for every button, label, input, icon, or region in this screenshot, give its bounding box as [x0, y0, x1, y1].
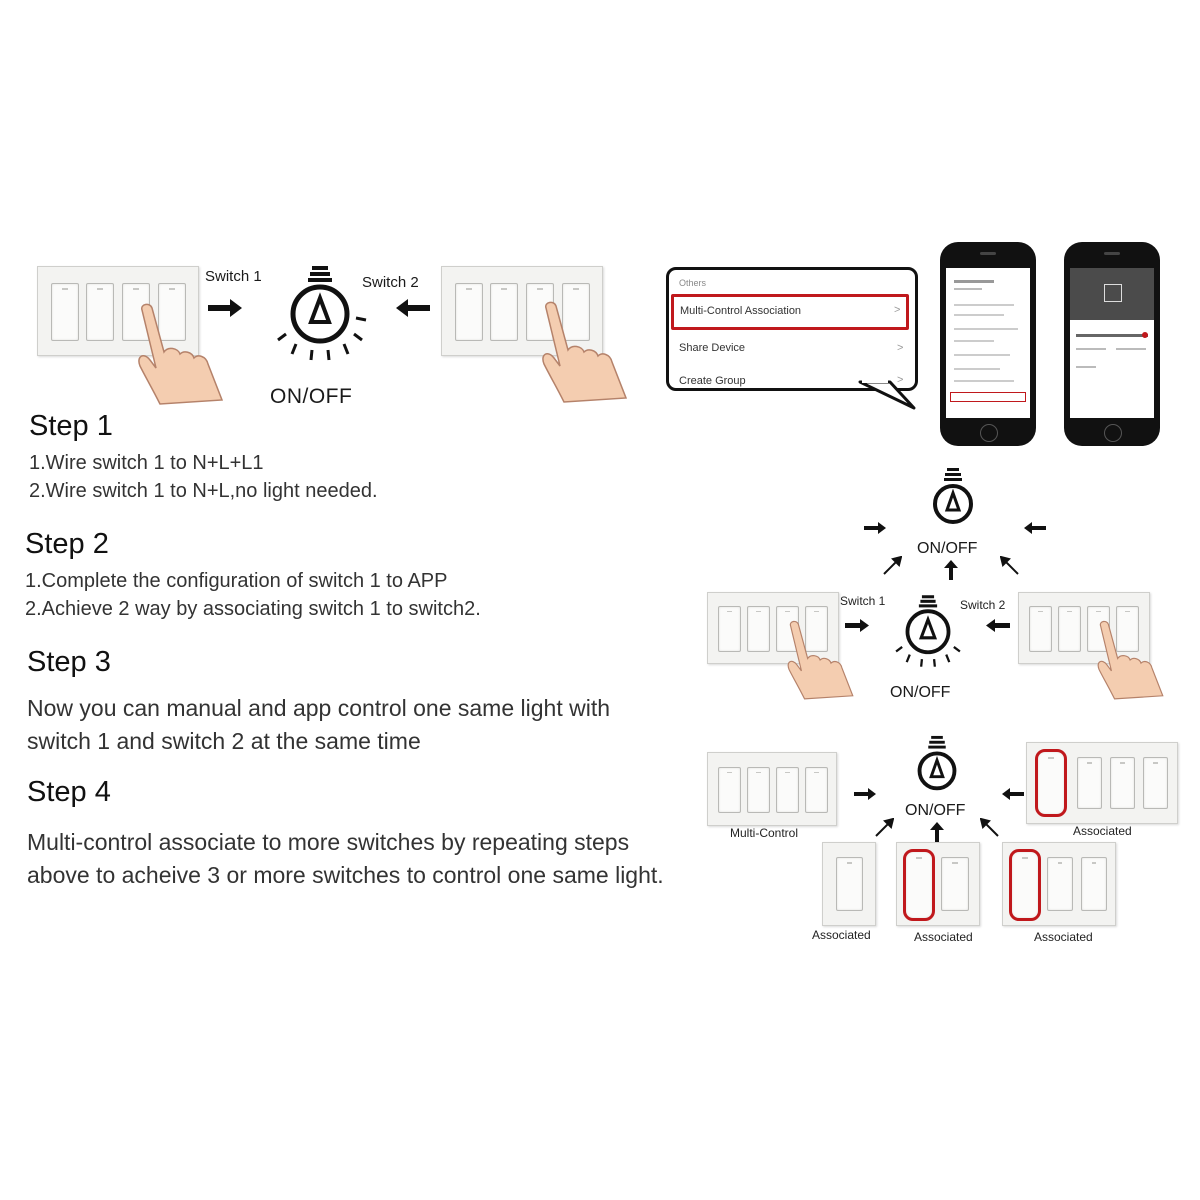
- arrow-icon: [986, 619, 1010, 632]
- switch1-label: Switch 1: [205, 268, 262, 285]
- callout-tail: [858, 380, 916, 410]
- menu-header: Others: [679, 278, 707, 288]
- rocker: [1143, 757, 1168, 809]
- associated-label: Associated: [812, 928, 871, 942]
- rocker: [776, 767, 799, 813]
- arrow-icon: [944, 560, 958, 580]
- four-gang-switch-mid-2: [1018, 592, 1150, 664]
- chevron-right-icon: >: [897, 374, 904, 386]
- onoff-label-top: ON/OFF: [917, 540, 978, 557]
- arrow-icon: [930, 822, 944, 842]
- associated-switch-two-gang: [896, 842, 980, 926]
- step-2-line-1: 1.Complete the configuration of switch 1…: [25, 570, 448, 592]
- associated-switch-four-gang: [1026, 742, 1178, 824]
- rocker: [941, 857, 969, 911]
- rocker: [1058, 606, 1081, 652]
- mid-onoff-label: ON/OFF: [890, 684, 951, 701]
- arrow-icon: [864, 522, 886, 534]
- step-3-text: Now you can manual and app control one s…: [27, 695, 611, 754]
- pointing-hand-icon: [1097, 620, 1164, 700]
- step-1-title: Step 1: [29, 410, 113, 442]
- arrow-icon: [1024, 522, 1046, 534]
- rocker: [1081, 857, 1107, 911]
- multi-control-association-item[interactable]: Multi-Control Association >: [671, 294, 909, 330]
- rocker: [158, 283, 186, 341]
- rocker: [805, 767, 828, 813]
- onoff-label: ON/OFF: [270, 385, 353, 408]
- chevron-right-icon: >: [894, 304, 901, 316]
- rocker: [1077, 757, 1102, 809]
- pointing-hand-icon: [138, 303, 224, 405]
- step-3-title: Step 3: [27, 646, 111, 678]
- associated-rocker: [903, 849, 935, 921]
- associated-label: Associated: [914, 930, 973, 944]
- arrow-icon: [208, 299, 242, 317]
- rocker: [747, 767, 770, 813]
- rocker: [1116, 606, 1139, 652]
- associated-label: Associated: [1034, 930, 1093, 944]
- switch2-label: Switch 2: [362, 274, 419, 291]
- phone-2: [1064, 242, 1160, 446]
- multi-control-switch: [707, 752, 837, 826]
- share-device-item[interactable]: Share Device: [679, 342, 746, 354]
- four-gang-switch-1: [37, 266, 199, 356]
- associated-switch-one-gang: [822, 842, 876, 926]
- light-bulb-icon: [277, 266, 367, 361]
- step-4-title: Step 4: [27, 776, 111, 808]
- arrow-icon: [980, 818, 999, 837]
- step-4-text: Multi-control associate to more switches…: [27, 829, 664, 888]
- arrow-icon: [1000, 556, 1019, 575]
- rocker: [1110, 757, 1135, 809]
- associated-label: Associated: [1073, 824, 1132, 838]
- app-menu-callout: Others Multi-Control Association > Share…: [666, 267, 918, 391]
- rocker: [1029, 606, 1052, 652]
- rocker: [562, 283, 590, 341]
- light-bulb-icon: [933, 468, 973, 524]
- rocker: [1047, 857, 1073, 911]
- arrow-icon: [854, 788, 876, 800]
- pointing-hand-icon: [542, 301, 628, 403]
- create-group-item[interactable]: Create Group: [679, 375, 746, 387]
- light-bulb-icon: [917, 735, 957, 791]
- arrow-icon: [396, 299, 430, 317]
- rocker: [490, 283, 518, 341]
- rocker: [86, 283, 114, 341]
- associated-rocker: [1035, 749, 1067, 817]
- chevron-right-icon: >: [897, 342, 904, 354]
- four-gang-switch-mid-1: [707, 592, 839, 664]
- arrow-icon: [845, 619, 869, 632]
- rocker: [718, 767, 741, 813]
- mid-switch1-label: Switch 1: [840, 594, 886, 608]
- step-2-line-2: 2.Achieve 2 way by associating switch 1 …: [25, 598, 481, 620]
- rocker: [836, 857, 863, 911]
- rocker: [718, 606, 741, 652]
- phone-1: [940, 242, 1036, 446]
- mid-switch2-label: Switch 2: [960, 598, 1006, 612]
- arrow-icon: [883, 556, 902, 575]
- multi-control-label: Multi-Control: [730, 826, 799, 840]
- step-2-title: Step 2: [25, 528, 109, 560]
- arrow-icon: [1002, 788, 1024, 800]
- associated-rocker: [1009, 849, 1041, 921]
- light-bulb-icon: [895, 595, 961, 667]
- rocker: [805, 606, 828, 652]
- four-gang-switch-2: [441, 266, 603, 356]
- rocker: [51, 283, 79, 341]
- rocker: [747, 606, 770, 652]
- step-1-line-1: 1.Wire switch 1 to N+L+L1: [29, 452, 264, 474]
- pointing-hand-icon: [787, 620, 854, 700]
- associated-switch-three-gang: [1002, 842, 1116, 926]
- rocker: [455, 283, 483, 341]
- bottom-onoff-label: ON/OFF: [905, 802, 966, 819]
- step-1-line-2: 2.Wire switch 1 to N+L,no light needed.: [29, 480, 378, 502]
- menu-item-label: Multi-Control Association: [680, 305, 802, 317]
- arrow-icon: [875, 818, 894, 837]
